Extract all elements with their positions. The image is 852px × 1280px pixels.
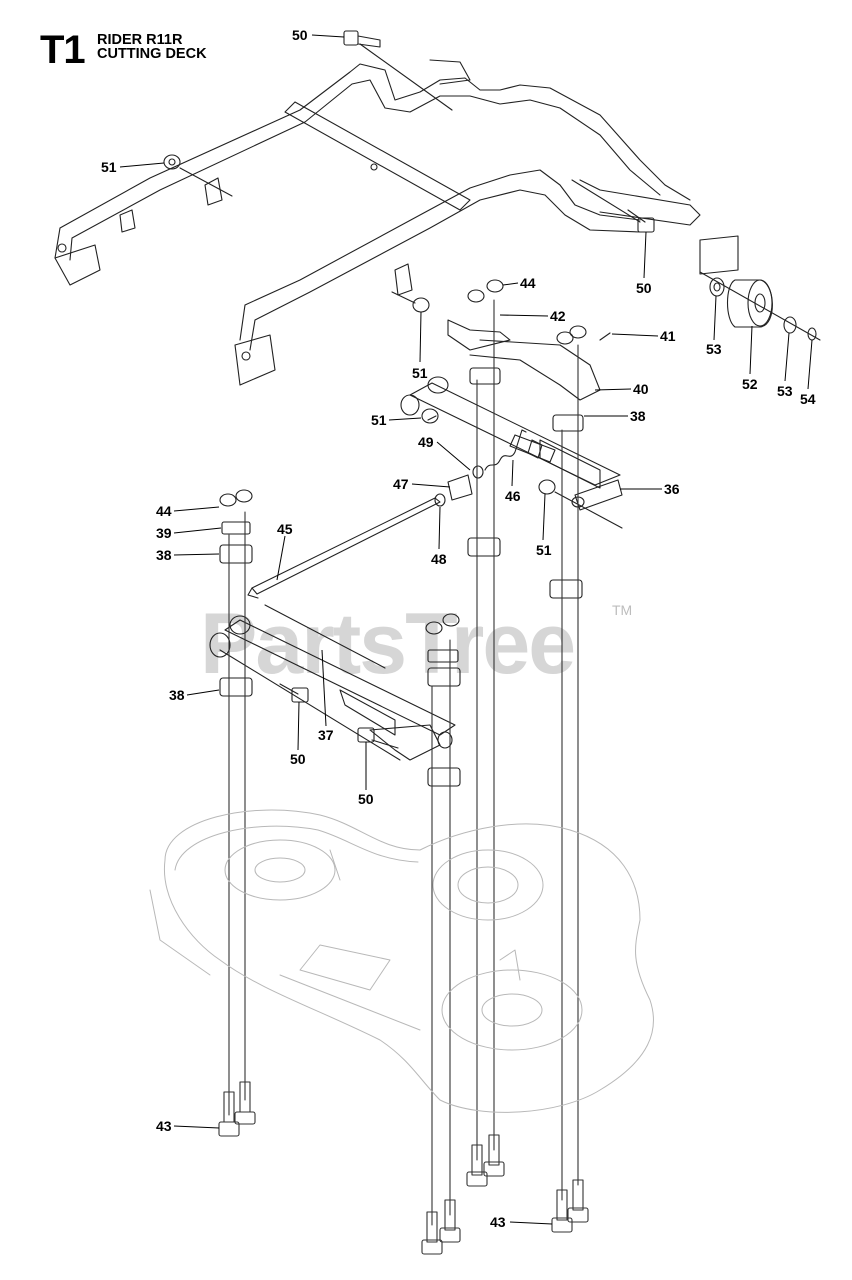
diagram-title: RIDER R11R CUTTING DECK [97, 32, 207, 62]
callout-51[interactable]: 51 [412, 365, 428, 381]
callout-37[interactable]: 37 [318, 727, 334, 743]
callout-38[interactable]: 38 [630, 408, 646, 424]
callout-51[interactable]: 51 [536, 542, 552, 558]
callout-43[interactable]: 43 [156, 1118, 172, 1134]
callout-53[interactable]: 53 [777, 383, 793, 399]
deck-mount-bolts [218, 299, 589, 1255]
callout-50[interactable]: 50 [290, 751, 306, 767]
gauge-wheel-assembly [699, 235, 821, 341]
callout-40[interactable]: 40 [633, 381, 649, 397]
model-name: RIDER R11R [97, 32, 183, 48]
callout-46[interactable]: 46 [505, 488, 521, 504]
callout-45[interactable]: 45 [277, 521, 293, 537]
callout-50[interactable]: 50 [636, 280, 652, 296]
callout-54[interactable]: 54 [800, 391, 816, 407]
watermark-trademark: TM [612, 602, 633, 618]
callout-50[interactable]: 50 [292, 27, 308, 43]
linkage-rod-and-spring [247, 429, 527, 599]
callout-42[interactable]: 42 [550, 308, 566, 324]
callout-48[interactable]: 48 [431, 551, 447, 567]
callout-49[interactable]: 49 [418, 434, 434, 450]
callout-44[interactable]: 44 [520, 275, 536, 291]
callout-44[interactable]: 44 [156, 503, 172, 519]
section-code: T1 [40, 28, 86, 72]
callout-38[interactable]: 38 [156, 547, 172, 563]
callout-53[interactable]: 53 [706, 341, 722, 357]
callout-41[interactable]: 41 [660, 328, 676, 344]
front-lift-arm-assembly [209, 489, 461, 787]
callout-51[interactable]: 51 [101, 159, 117, 175]
callout-47[interactable]: 47 [393, 476, 409, 492]
callout-50[interactable]: 50 [358, 791, 374, 807]
frame-hardware [163, 30, 655, 313]
callout-39[interactable]: 39 [156, 525, 172, 541]
callout-38[interactable]: 38 [169, 687, 185, 703]
rear-lift-arm-assembly [400, 279, 623, 599]
cutting-deck-housing [149, 809, 654, 1113]
callout-36[interactable]: 36 [664, 481, 680, 497]
callout-52[interactable]: 52 [742, 376, 758, 392]
callout-51[interactable]: 51 [371, 412, 387, 428]
callout-43[interactable]: 43 [490, 1214, 506, 1230]
lift-frame [54, 59, 701, 386]
assembly-name: CUTTING DECK [97, 46, 207, 62]
